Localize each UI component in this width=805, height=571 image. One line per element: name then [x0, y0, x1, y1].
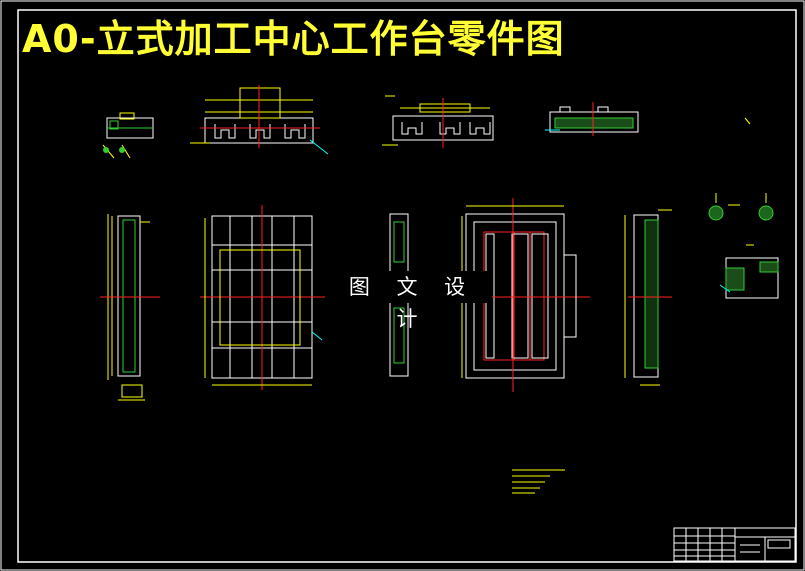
- title-block: [673, 527, 796, 562]
- view-side-right: [624, 209, 672, 386]
- drawing-title: A0-立式加工中心工作台零件图: [22, 17, 565, 61]
- technical-notes: [512, 469, 565, 494]
- view-top-2: [190, 85, 329, 155]
- view-side-left: [100, 214, 160, 401]
- view-top-4: [545, 102, 751, 136]
- watermark-text: 图 文 设 计: [332, 271, 492, 331]
- detail-views: [708, 193, 779, 299]
- view-plan-grid: [200, 205, 325, 390]
- inner-border: [17, 9, 797, 563]
- view-top-1: [102, 112, 154, 159]
- view-top-3: [382, 95, 494, 148]
